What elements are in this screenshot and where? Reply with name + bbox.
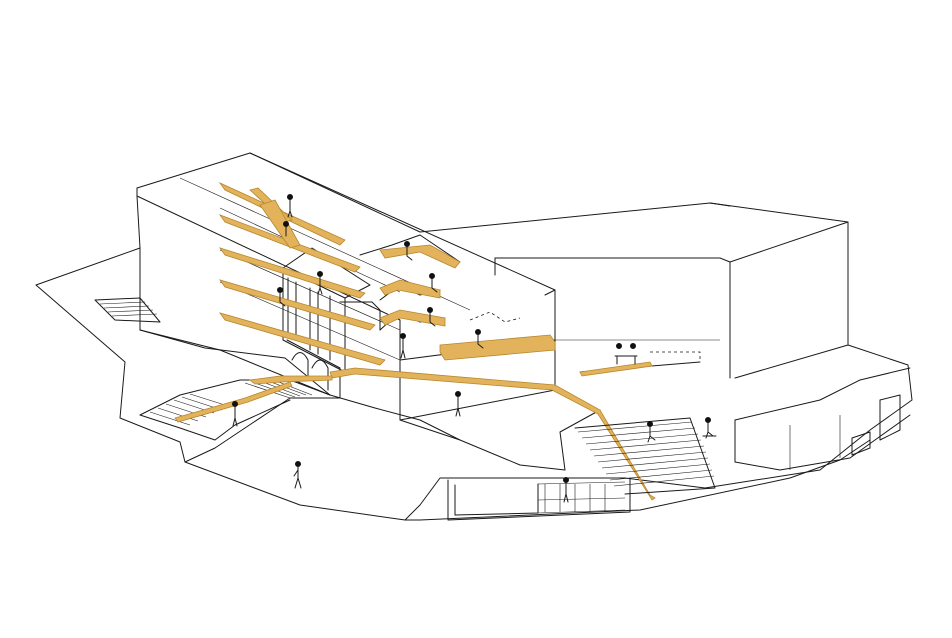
person-table-group	[614, 343, 638, 365]
person-figure	[232, 401, 238, 427]
person-figure	[287, 194, 293, 218]
central-block-2	[379, 279, 441, 299]
central-block-3	[379, 309, 446, 327]
person-figure	[455, 391, 461, 417]
ground-path	[329, 367, 656, 501]
floor-plate-4	[219, 279, 376, 331]
classical-portico	[282, 247, 381, 399]
main-building-wing	[136, 152, 556, 396]
ramp-diagonal-2	[259, 199, 301, 249]
left-outdoor-stairs	[94, 297, 331, 441]
floor-plate-5	[219, 312, 386, 366]
highlighted-circulation	[174, 182, 656, 501]
site-ground	[35, 247, 913, 521]
person-figure	[475, 329, 484, 349]
person-figure	[647, 421, 656, 443]
person-figure	[404, 241, 413, 261]
person-figure	[429, 273, 438, 293]
amphitheatre-stairs	[574, 417, 716, 495]
floor-plate-3	[218, 247, 366, 299]
person-figure	[400, 333, 406, 359]
person-figure	[702, 417, 717, 439]
central-block-1	[379, 244, 461, 269]
person-figure	[563, 477, 569, 503]
person-figure	[293, 461, 302, 489]
person-figure	[283, 221, 289, 237]
person-figure	[427, 307, 436, 327]
person-figure	[317, 271, 323, 295]
lower-path	[249, 375, 333, 385]
person-figure	[277, 287, 286, 307]
right-floor-line	[579, 361, 653, 377]
right-building-block	[399, 202, 849, 441]
counter-block	[439, 334, 556, 361]
human-figures	[232, 194, 717, 503]
